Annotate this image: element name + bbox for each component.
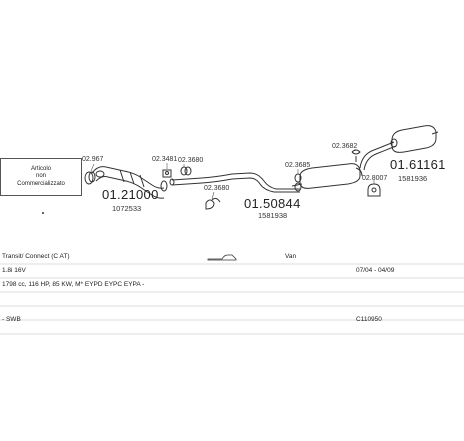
marker-dot (42, 212, 44, 214)
vehicle-spec: 1798 cc, 116 HP, 85 KW, M* EYPD EYPC EYP… (2, 281, 145, 288)
part-023680-label[interactable]: 02.3680 (178, 157, 204, 164)
car-icon (207, 254, 237, 261)
vehicle-engine: 1.8i 16V (2, 267, 26, 274)
part-023481-label[interactable]: 02.3481 (152, 156, 178, 163)
clamp-02-3682-drawing (351, 149, 361, 162)
table-lines (0, 263, 464, 335)
oem-1581936-label: 1581936 (398, 174, 428, 183)
part-023682-label[interactable]: 02.3682 (332, 143, 358, 150)
gasket-02967-drawing (84, 171, 94, 185)
vehicle-date-range: 07/04 - 04/09 (356, 267, 395, 274)
catalog-code: C110950 (356, 316, 382, 323)
part-028007-label[interactable]: 02.8007 (362, 175, 388, 182)
not-available-note: Articolo non Commercializzato (0, 158, 82, 196)
middle-pipe-drawing (169, 172, 300, 193)
front-pipe-drawing (88, 166, 168, 199)
vehicle-wheelbase: - SWB (2, 316, 21, 323)
vehicle-body-type: Van (285, 253, 297, 260)
leader-lines (90, 149, 375, 200)
clamp-02-3680-a-drawing (180, 166, 192, 176)
note-line: Commercializzato (17, 180, 65, 187)
part-02967-label[interactable]: 02.967 (82, 156, 104, 163)
bracket-02-3481-drawing (162, 169, 172, 178)
part-0121000-label[interactable]: 01.21000 (102, 187, 159, 202)
clamp-02-3680-b-drawing (205, 197, 221, 210)
part-023685-label[interactable]: 02.3685 (285, 162, 311, 169)
part-0161161-label[interactable]: 01.61161 (390, 157, 446, 172)
part-023680-label[interactable]: 02.3680 (204, 185, 230, 192)
note-line: non (35, 173, 46, 180)
rubber-mount-02-8007-drawing (367, 183, 381, 197)
oem-1072533-label: 1072533 (112, 204, 142, 213)
part-0150844-label[interactable]: 01.50844 (244, 196, 301, 211)
rear-silencer-drawing (390, 125, 439, 153)
oem-1581938-label: 1581938 (258, 211, 288, 220)
rear-pipe-drawing (359, 141, 397, 171)
vehicle-model: Transit/ Connect (C AT) (2, 253, 70, 260)
note-line: Articolo (30, 165, 51, 172)
